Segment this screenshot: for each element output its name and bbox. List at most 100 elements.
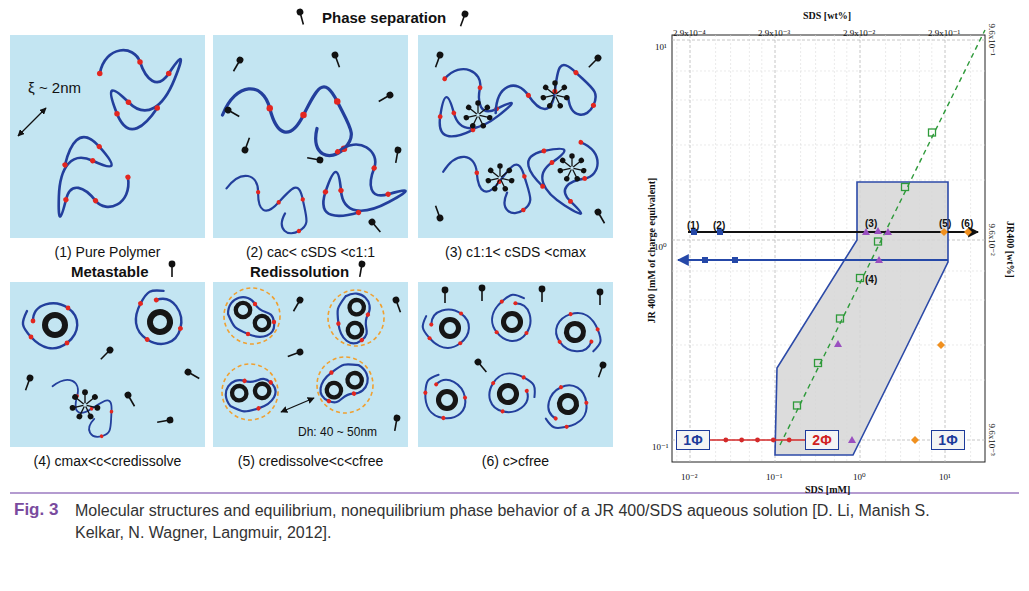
- panel-caption: (3) c1:1< cSDS <cmax: [445, 244, 586, 261]
- scene-free-micelles-part: [539, 286, 546, 302]
- section-title: Redissolution: [250, 263, 349, 281]
- scene-free-micelles-part: [538, 378, 594, 437]
- tick-label: 9.6x10⁻¹: [986, 24, 997, 56]
- scene-redissolution-part: [219, 362, 281, 423]
- tick-label: 9.6x10⁻²: [986, 224, 997, 256]
- tick-label: 2.9x10⁻³: [758, 28, 790, 39]
- text-slot: (3): [865, 212, 879, 224]
- text-slot: 10⁻¹: [766, 465, 784, 476]
- phase-chart-part: [691, 229, 738, 263]
- scene-panel: (4) cmax<c<credissolve: [10, 282, 205, 447]
- text-slot: 2.9x10⁻¹: [928, 21, 962, 32]
- scene-free-micelles-part: [418, 282, 613, 447]
- scene-phase-separation-b-part: [557, 153, 587, 182]
- scene-free-micelles-part: [595, 361, 607, 379]
- scene-redissolution-part: [291, 295, 305, 313]
- scene-free-micelles: [414, 282, 613, 447]
- scene-metastable-part: [183, 367, 201, 381]
- phase-box: 1Φ: [676, 430, 710, 450]
- text-slot: Metastable: [71, 262, 150, 280]
- scene-phase-separation-b-part: [418, 35, 613, 238]
- axis-title: JR400 [wt%]: [1004, 221, 1016, 278]
- scene-phase-separation-b-part: [432, 205, 444, 223]
- section-title: Metastable: [71, 263, 149, 281]
- phase-chart-part: [775, 182, 948, 455]
- scene-redissolution: [213, 282, 408, 447]
- text-slot: (4) cmax<c<credissolve: [0, 451, 245, 470]
- tick-label: 9.6x10⁻³: [986, 424, 997, 456]
- scene-redissolution-part: [326, 288, 384, 350]
- phase-chart-part-part: [940, 228, 948, 236]
- text-slot: 9.6x10⁻²: [993, 224, 1004, 258]
- scene-metastable-part: [10, 282, 205, 447]
- phase-chart-part-part: [929, 129, 936, 136]
- text-slot: 10⁰: [654, 235, 668, 246]
- text-slot: SDS [mM]: [805, 478, 852, 490]
- scene-redissolution-part: [224, 288, 280, 344]
- phase-chart-part-part: [937, 341, 945, 349]
- scene-free-micelles-part: [479, 285, 486, 301]
- text-slot: 2.9x10⁻³: [758, 21, 792, 32]
- phase-chart-part-part: [815, 360, 822, 367]
- text-slot: (2): [713, 214, 727, 226]
- axis-title: SDS [mM]: [805, 484, 850, 496]
- text-slot: (5) credissolve<c<cfree: [173, 451, 448, 470]
- scene-phase-separation-a-part: [220, 170, 315, 236]
- axis-title: SDS [wt%]: [803, 10, 851, 22]
- scene-pure-polymer-part: [37, 126, 138, 224]
- text-slot: 9.6x10⁻³: [993, 424, 1004, 458]
- scene-redissolution-part: [228, 297, 276, 337]
- phase-chart-part-part: [702, 257, 708, 263]
- phase-chart-part-part: [884, 228, 892, 235]
- scene-panel: (5) credissolve<c<cfreeDh: 40 ~ 50nm: [213, 282, 408, 447]
- tick-label: 10¹: [939, 472, 951, 483]
- data-point: [723, 438, 728, 443]
- section-title: Phase separation: [322, 9, 446, 27]
- scene-phase-separation-a-part: [241, 137, 253, 155]
- phase-chart-part: [672, 35, 985, 462]
- phase-chart-part-part: [875, 256, 883, 263]
- phase-chart-part: [688, 231, 978, 233]
- scene-panel: (2) cac< cSDS <c1:1: [213, 35, 408, 238]
- scene-phase-separation-a-part: [231, 55, 245, 73]
- scene-pure-polymer-part: [18, 108, 46, 136]
- scene-metastable-part: [41, 373, 122, 442]
- text-slot: 10⁻¹: [652, 435, 670, 446]
- phase-chart-part-part: [862, 228, 870, 235]
- text-slot: (6): [961, 212, 975, 224]
- point-marker: (2): [713, 220, 725, 232]
- scene-metastable-part: [123, 390, 137, 408]
- phase-chart-part: [911, 228, 972, 444]
- text-slot: 9.6x10⁻¹: [993, 24, 1004, 58]
- text-slot: 10⁻²: [681, 465, 699, 476]
- dimension-label: Dh: 40 ~ 50nm: [298, 425, 377, 439]
- phase-chart-part-part: [964, 228, 972, 236]
- text-slot: (5): [939, 212, 953, 224]
- free-surfactant-part: [457, 10, 469, 28]
- scene-pure-polymer-part: [97, 50, 181, 129]
- scene-metastable-part: [69, 389, 101, 420]
- text-slot: (4): [865, 268, 879, 280]
- scene-phase-separation-b-part: [593, 207, 607, 225]
- phase-chart-part-part: [834, 340, 842, 347]
- scene-metastable: [10, 282, 205, 447]
- scene-phase-separation-a-part: [367, 217, 383, 234]
- phase-chart-part-part: [902, 184, 909, 191]
- scene-phase-separation-b-part: [463, 100, 493, 129]
- panel-caption: (4) cmax<c<credissolve: [34, 453, 182, 470]
- scene-pure-polymer-part: [10, 35, 205, 238]
- data-point: [739, 438, 744, 443]
- scene-phase-separation-b-part: [586, 53, 602, 69]
- scene-redissolution-part: [315, 354, 373, 416]
- scene-panel: (3) c1:1< cSDS <cmax: [418, 35, 613, 238]
- text-slot: Molecular structures and equilibrium, no…: [75, 500, 975, 545]
- data-point: [755, 438, 760, 443]
- panel-caption: (5) credissolve<c<cfree: [238, 453, 384, 470]
- text-slot: 10⁰: [853, 465, 867, 476]
- phase-chart-part: [794, 129, 936, 409]
- data-point: [771, 438, 776, 443]
- scene-metastable-part: [98, 345, 114, 361]
- phase-chart-part-part: [911, 436, 919, 444]
- scene-free-micelles-part: [414, 368, 474, 428]
- scene-phase-separation-b-part: [432, 51, 444, 69]
